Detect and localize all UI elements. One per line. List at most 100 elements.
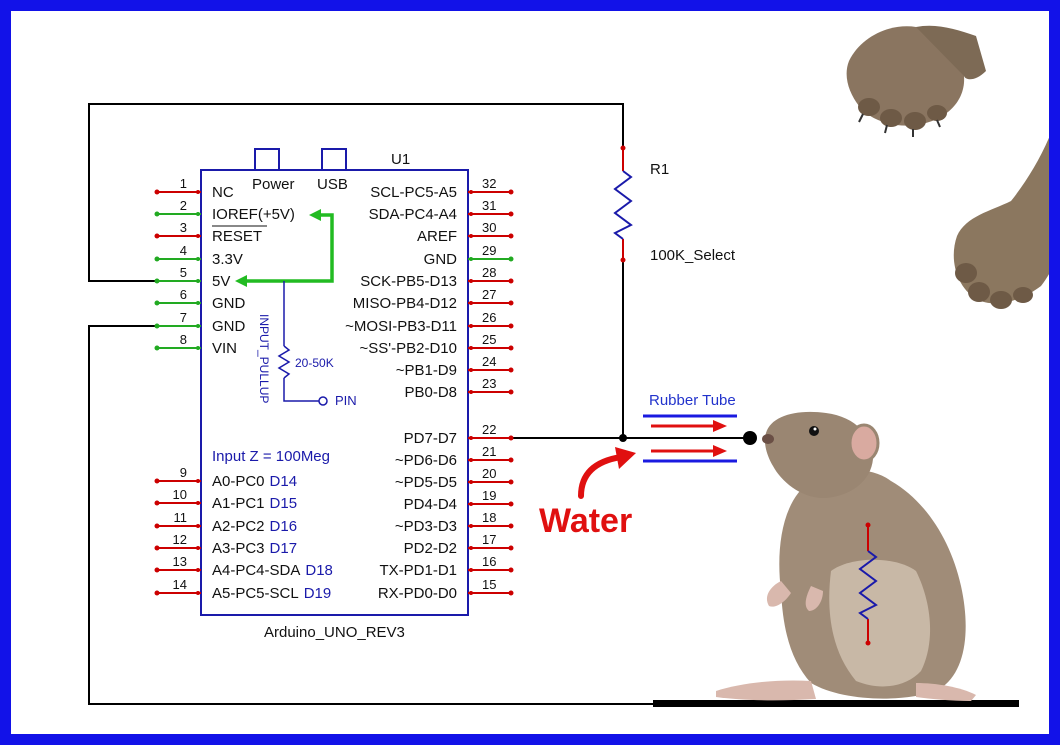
resistor-r1 <box>613 145 633 263</box>
pin-dot <box>196 257 200 261</box>
pin-number: 4 <box>180 243 187 258</box>
pin-label: ~PB1-D9 <box>396 362 457 379</box>
pin-number: 22 <box>482 422 496 437</box>
pin-number: 20 <box>482 466 496 481</box>
pin-number: 17 <box>482 532 496 547</box>
left-pin-5: 5 5V <box>154 265 230 290</box>
power-label: Power <box>252 176 295 193</box>
pin-terminal <box>318 396 328 406</box>
pin-number: 21 <box>482 444 496 459</box>
right-pin-25: 25~SS'-PB2-D10 <box>360 332 514 357</box>
resistor-value-label: 100K_Select <box>650 247 736 264</box>
wire-gnd-rail <box>88 325 656 705</box>
pin-label: 5V <box>212 273 230 290</box>
pin-number: 23 <box>482 376 496 391</box>
pin-label: ~PD3-D3 <box>395 518 457 535</box>
component-ref: U1 <box>391 151 410 168</box>
right-pin-18: 18 ~PD3-D3 <box>395 510 514 535</box>
pin-number: 16 <box>482 554 496 569</box>
right-pin-26: 26 ~MOSI-PB3-D11 <box>345 310 514 335</box>
pin-label: ~PD6-D6 <box>395 452 457 469</box>
pin-number: 9 <box>180 465 187 480</box>
junction-node <box>619 434 627 442</box>
pin-dot <box>196 501 200 505</box>
pin-label: A3-PC3 <box>212 540 265 557</box>
rat-image <box>716 411 976 701</box>
cat-leg-icon <box>953 137 1049 309</box>
pin-label: SCL-PC5-A5 <box>370 184 457 201</box>
pin-alt-label: D16 <box>270 518 298 535</box>
ground-plate <box>653 700 1019 707</box>
pin-label: PB0-D8 <box>404 384 457 401</box>
pin-label: VIN <box>212 340 237 357</box>
pin-number: 5 <box>180 265 187 280</box>
pin-number: 14 <box>173 577 187 592</box>
pin-number: 2 <box>180 198 187 213</box>
pin-dot <box>196 346 200 350</box>
pin-label: NC <box>212 184 234 201</box>
pin-number: 18 <box>482 510 496 525</box>
power-connector <box>254 148 280 171</box>
pin-alt-label: D14 <box>270 473 298 490</box>
pin-dot <box>196 524 200 528</box>
cat-paw-icon <box>846 25 986 137</box>
pin-label: RX-PD0-D0 <box>378 585 457 602</box>
pin-number: 26 <box>482 310 496 325</box>
pin-label: ~PD5-D5 <box>395 474 457 491</box>
wires <box>88 103 751 705</box>
pin-label: PD7-D7 <box>404 430 457 447</box>
pin-dot <box>196 279 200 283</box>
pin-alt-label: D18 <box>305 562 333 579</box>
pin-number: 12 <box>173 532 187 547</box>
pin-number: 25 <box>482 332 496 347</box>
pin-label: GND <box>212 318 246 335</box>
pin-alt-label: D15 <box>270 495 298 512</box>
right-pin-21: 21 ~PD6-D6 <box>395 444 514 469</box>
pin-label: MISO-PB4-D12 <box>353 295 457 312</box>
pin-number: 3 <box>180 220 187 235</box>
pin-label: ~MOSI-PB3-D11 <box>345 318 457 335</box>
usb-connector <box>321 148 347 171</box>
pin-number: 11 <box>174 510 188 525</box>
pin-label: 3.3V <box>212 251 243 268</box>
pin-number: 1 <box>180 176 187 191</box>
pin-label: AREF <box>417 228 457 245</box>
pin-label: GND <box>424 251 458 268</box>
pin-number: 19 <box>482 488 496 503</box>
left-pin-group: 1NC2IOREF(+5V)3RESET43.3V55V6GND7GND8VIN… <box>154 176 333 602</box>
water-label: Water <box>539 502 632 540</box>
pin-alt-label: D17 <box>270 540 298 557</box>
pin-dot <box>196 479 200 483</box>
pin-number: 28 <box>482 265 496 280</box>
pin-number: 10 <box>173 487 187 502</box>
pin-label: A2-PC2 <box>212 518 265 535</box>
left-pin-1: 1NC <box>154 176 234 201</box>
pin-label: PD2-D2 <box>404 540 457 557</box>
pin-dot <box>196 568 200 572</box>
wire-5v-rail <box>88 103 624 282</box>
pin-number: 7 <box>180 310 187 325</box>
pin-number: 13 <box>173 554 187 569</box>
pin-alt-label: D19 <box>304 585 332 602</box>
pin-number: 30 <box>482 220 496 235</box>
tube-contact <box>743 431 757 445</box>
